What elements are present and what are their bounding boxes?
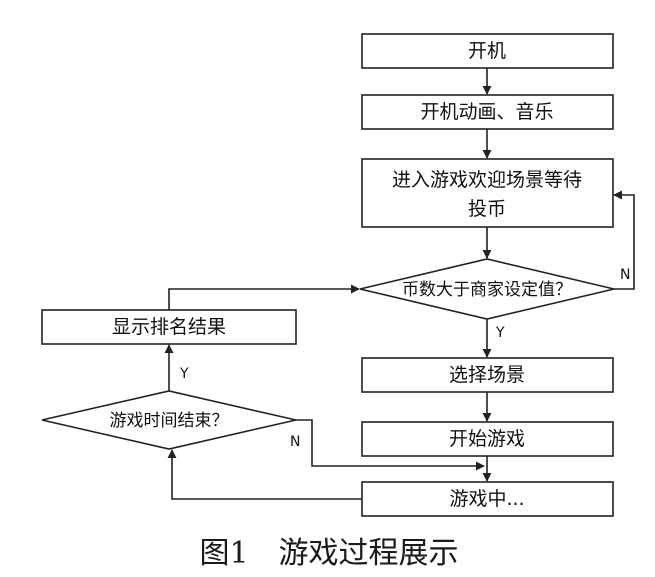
edge-coin-check-no-loop — [613, 190, 635, 290]
node-start-game-label: 开始游戏 — [449, 428, 525, 450]
node-welcome-scene: 进入游戏欢迎场景等待 投币 — [361, 158, 614, 228]
label-coin-yes: Y — [495, 325, 505, 341]
node-show-ranking: 显示排名结果 — [41, 309, 297, 345]
node-boot-animation-label: 开机动画、音乐 — [420, 101, 553, 123]
node-select-scene: 选择场景 — [361, 357, 614, 393]
node-start-game: 开始游戏 — [361, 421, 614, 457]
edge-time-check-no — [296, 419, 485, 471]
node-coin-check: 币数大于商家设定值？ — [359, 258, 615, 320]
label-time-yes: Y — [179, 366, 189, 382]
edge-ranking-to-coin-check — [168, 284, 360, 310]
node-in-game-label: 游戏中... — [449, 488, 524, 510]
node-welcome-scene-label-line2: 投币 — [468, 198, 506, 220]
node-time-check-label: 游戏时间结束？ — [110, 411, 229, 431]
node-welcome-scene-label-line1: 进入游戏欢迎场景等待 — [392, 169, 582, 191]
edge-in-game-to-time-check — [167, 449, 362, 500]
label-coin-no: N — [620, 267, 630, 283]
node-coin-check-label: 币数大于商家设定值？ — [402, 280, 572, 300]
node-boot-animation: 开机动画、音乐 — [361, 94, 614, 130]
node-in-game: 游戏中... — [361, 481, 614, 517]
node-time-check: 游戏时间结束？ — [41, 390, 297, 450]
figure-caption: 图1 游戏过程展示 — [199, 536, 458, 571]
node-power-on: 开机 — [361, 33, 614, 69]
node-show-ranking-label: 显示排名结果 — [112, 316, 226, 338]
label-time-no: N — [290, 434, 300, 450]
node-select-scene-label: 选择场景 — [449, 364, 525, 386]
node-power-on-label: 开机 — [468, 40, 506, 62]
